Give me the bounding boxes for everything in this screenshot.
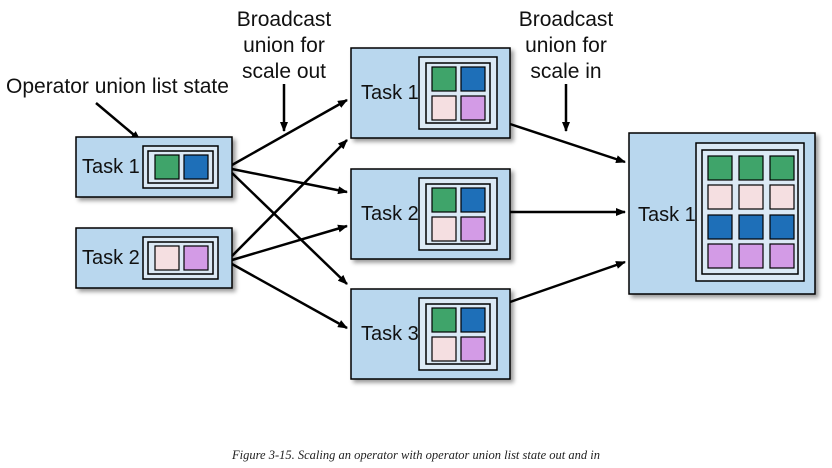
state-entry-green — [738, 155, 764, 181]
left-task-1: Task 1 — [75, 136, 233, 198]
state-entry-green — [154, 154, 180, 180]
state-entry-pink — [431, 95, 457, 121]
state-entry-pink — [738, 184, 764, 210]
middle-task-1-state — [418, 56, 498, 130]
right-task-1: Task 1 — [628, 132, 816, 295]
state-entry-pink — [154, 245, 180, 271]
right-task-1-label: Task 1 — [638, 204, 696, 226]
state-entry-blue — [183, 154, 209, 180]
left-task-2-state — [142, 236, 219, 280]
middle-task-2-label: Task 2 — [361, 203, 419, 225]
arrow-left2-to-mid3 — [231, 262, 348, 330]
state-entry-blue — [769, 214, 795, 240]
scale-in-label-line2: union for — [525, 34, 607, 57]
state-entry-pink — [707, 184, 733, 210]
operator-state-pointer-arrow — [95, 102, 141, 141]
state-entry-green — [431, 307, 457, 333]
arrow-left1-to-mid3 — [231, 172, 348, 285]
state-entry-violet — [460, 336, 486, 362]
arrow-left2-to-mid2 — [231, 224, 348, 262]
middle-task-3: Task 3 — [350, 288, 511, 380]
state-entry-green — [769, 155, 795, 181]
state-entry-violet — [707, 243, 733, 269]
state-entry-blue — [460, 307, 486, 333]
middle-task-2: Task 2 — [350, 168, 511, 260]
state-entry-blue — [707, 214, 733, 240]
scale-out-label-line2: union for — [243, 34, 325, 57]
scale-out-arrows — [231, 98, 348, 330]
arrow-mid3-to-right1 — [509, 260, 626, 304]
scale-in-label-line3: scale in — [530, 60, 601, 83]
state-entry-blue — [460, 187, 486, 213]
arrow-left1-to-mid2 — [231, 167, 348, 195]
right-task-1-state — [695, 142, 805, 282]
state-entry-pink — [431, 216, 457, 242]
left-task-1-state — [142, 145, 219, 189]
arrow-mid1-to-right1 — [509, 122, 626, 164]
state-entry-green — [431, 187, 457, 213]
state-entry-green — [431, 66, 457, 92]
state-entry-violet — [460, 216, 486, 242]
state-entry-pink — [769, 184, 795, 210]
state-entry-violet — [738, 243, 764, 269]
left-task-1-label: Task 1 — [82, 156, 140, 178]
middle-task-1: Task 1 — [350, 47, 511, 139]
operator-union-list-state-label: Operator union list state — [6, 75, 229, 98]
middle-task-2-state — [418, 177, 498, 251]
state-entry-blue — [460, 66, 486, 92]
state-entry-violet — [769, 243, 795, 269]
scale-out-label-line3: scale out — [242, 60, 326, 83]
middle-task-1-label: Task 1 — [361, 82, 419, 104]
middle-task-3-label: Task 3 — [361, 323, 419, 345]
scale-in-arrows — [509, 122, 626, 304]
state-entry-green — [707, 155, 733, 181]
scale-in-label-line1: Broadcast — [519, 8, 614, 31]
arrow-left1-to-mid1 — [231, 98, 348, 167]
state-entry-blue — [738, 214, 764, 240]
scale-out-label-line1: Broadcast — [237, 8, 332, 31]
left-task-2: Task 2 — [75, 227, 233, 289]
arrow-left2-to-mid1 — [231, 139, 348, 257]
figure-caption: Figure 3-15. Scaling an operator with op… — [232, 448, 600, 462]
middle-task-3-state — [418, 297, 498, 371]
state-entry-violet — [183, 245, 209, 271]
left-task-2-label: Task 2 — [82, 247, 140, 269]
state-entry-pink — [431, 336, 457, 362]
state-entry-violet — [460, 95, 486, 121]
